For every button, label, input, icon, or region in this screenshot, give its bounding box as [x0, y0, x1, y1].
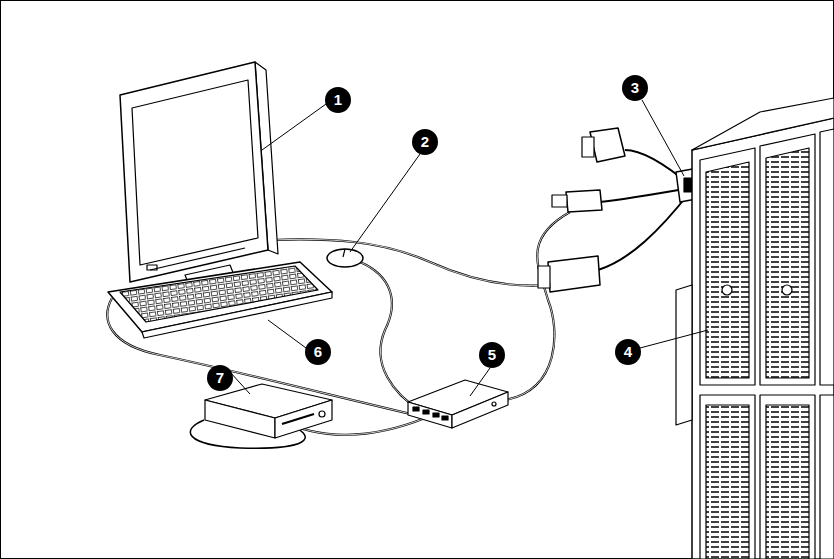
hub-ports	[413, 407, 448, 420]
drive-slot	[282, 414, 314, 424]
mouse-cable-core	[360, 262, 420, 410]
callout-number: 6	[305, 339, 331, 365]
blade-bays	[700, 129, 834, 559]
hub-side	[452, 392, 508, 428]
callout-number: 4	[615, 339, 641, 365]
enclosure-handle	[676, 285, 692, 425]
hub-cable	[505, 212, 570, 400]
enclosure-front	[692, 118, 834, 559]
leader-lines	[230, 100, 708, 396]
serial-connector	[590, 128, 625, 162]
callout-number: 5	[479, 342, 505, 368]
drawing	[107, 62, 834, 559]
monitor-button	[147, 265, 157, 270]
usb-connector	[566, 190, 602, 212]
usb-plug	[552, 195, 567, 207]
monitor-screen	[132, 80, 258, 265]
hub-led	[492, 402, 496, 406]
hub-front	[408, 402, 452, 428]
hub-cable-core	[505, 212, 570, 400]
callout-number: 7	[207, 365, 233, 391]
usb-lead	[600, 188, 690, 202]
callout-number: 1	[325, 87, 351, 113]
drive-button	[319, 411, 325, 417]
callout-number: 2	[412, 129, 438, 155]
mouse-button-split	[343, 249, 345, 257]
serial-plug	[582, 137, 594, 157]
mouse-cable	[360, 262, 420, 410]
monitor-bezel	[120, 62, 268, 282]
drive-side	[205, 400, 275, 438]
video-lead	[598, 192, 690, 270]
callout-number: 3	[622, 75, 648, 101]
keyboard-edge	[142, 292, 332, 338]
keyboard-keys	[120, 266, 318, 322]
video-connector	[548, 256, 600, 292]
video-plug	[538, 266, 550, 288]
drive-front	[275, 400, 332, 438]
mouse	[327, 249, 363, 267]
